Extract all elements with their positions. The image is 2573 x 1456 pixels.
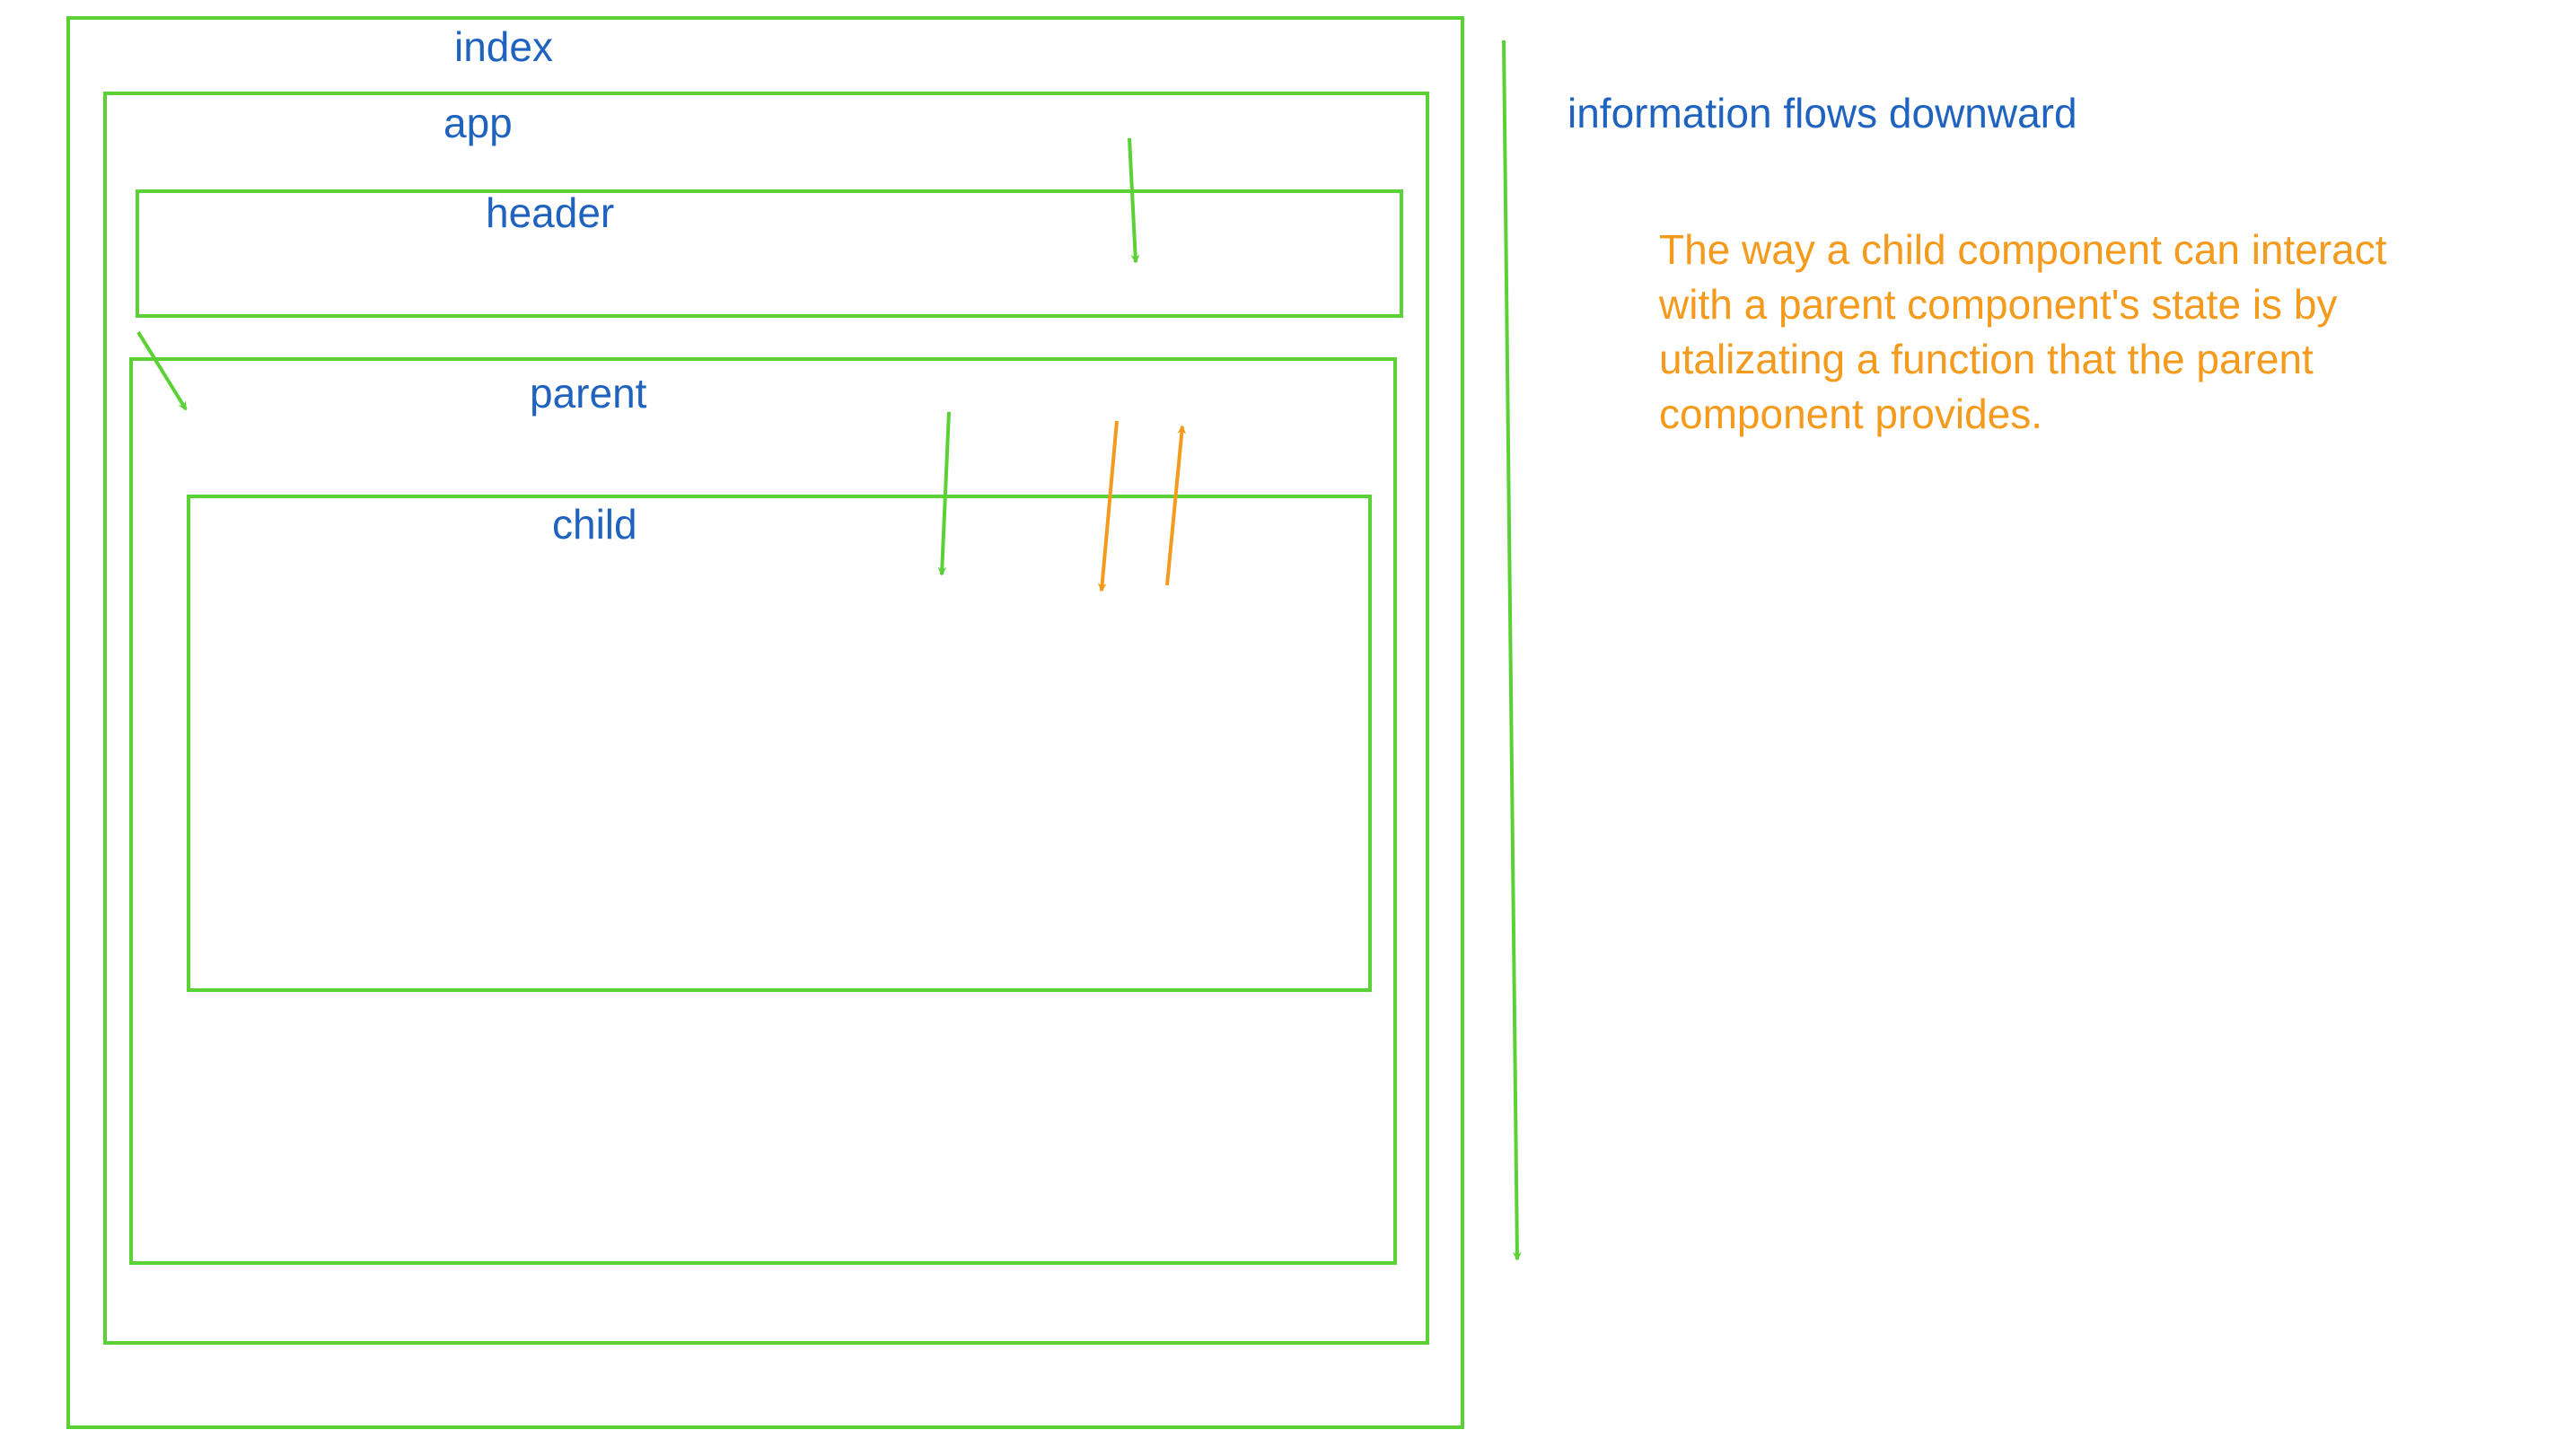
header-box [136, 189, 1403, 318]
callback-note: The way a child component can interact w… [1659, 226, 2387, 437]
flow-arrow-long [1502, 39, 1522, 1261]
child-label: child [552, 501, 637, 548]
index-box [66, 16, 1464, 1429]
app-box [103, 92, 1429, 1345]
parent-label: parent [530, 370, 647, 417]
child-state-up-arrow [1165, 425, 1187, 586]
flow-label: information flows downward [1568, 90, 2077, 136]
child-box [187, 495, 1372, 992]
app-label: app [443, 100, 513, 146]
parent-function-down-arrow [1097, 420, 1119, 592]
app-to-header-arrow [1128, 137, 1140, 264]
parent-to-child-arrow [937, 411, 951, 576]
parent-box [129, 357, 1397, 1265]
app-to-parent-arrow [136, 330, 188, 411]
header-label: header [486, 189, 614, 236]
index-label: index [454, 23, 553, 70]
